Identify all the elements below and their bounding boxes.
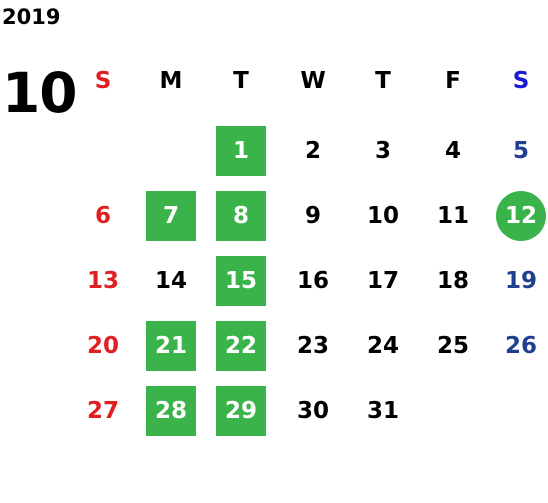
day-cell-3[interactable]: 3 <box>374 137 391 164</box>
day-cell-14[interactable]: 14 <box>154 267 187 294</box>
year-label: 2019 <box>2 5 61 29</box>
weekday-header-3: W <box>300 67 326 94</box>
day-cell-2[interactable]: 2 <box>304 137 321 164</box>
weekday-header-2: T <box>233 67 249 94</box>
day-cell-19[interactable]: 19 <box>504 267 537 294</box>
month-number: 10 <box>2 61 78 125</box>
day-cell-30[interactable]: 30 <box>296 397 329 424</box>
weekday-header-6: S <box>512 67 530 94</box>
day-cell-21[interactable]: 21 <box>146 321 196 371</box>
day-cell-28[interactable]: 28 <box>146 386 196 436</box>
day-cell-4[interactable]: 4 <box>444 137 461 164</box>
day-cell-16[interactable]: 16 <box>296 267 329 294</box>
day-cell-22[interactable]: 22 <box>216 321 266 371</box>
day-cell-8[interactable]: 8 <box>216 191 266 241</box>
day-cell-18[interactable]: 18 <box>436 267 469 294</box>
day-cell-10[interactable]: 10 <box>366 202 399 229</box>
day-cell-24[interactable]: 24 <box>366 332 399 359</box>
day-cell-6[interactable]: 6 <box>94 202 111 229</box>
day-cell-27[interactable]: 27 <box>86 397 119 424</box>
day-cell-20[interactable]: 20 <box>86 332 119 359</box>
day-cell-9[interactable]: 9 <box>304 202 321 229</box>
day-cell-12[interactable]: 12 <box>496 191 546 241</box>
day-cell-31[interactable]: 31 <box>366 397 399 424</box>
day-cell-26[interactable]: 26 <box>504 332 537 359</box>
weekday-header-4: T <box>375 67 391 94</box>
day-cell-5[interactable]: 5 <box>512 137 529 164</box>
day-cell-15[interactable]: 15 <box>216 256 266 306</box>
day-cell-1[interactable]: 1 <box>216 126 266 176</box>
day-cell-29[interactable]: 29 <box>216 386 266 436</box>
day-cell-13[interactable]: 13 <box>86 267 119 294</box>
weekday-header-0: S <box>94 67 112 94</box>
day-cell-11[interactable]: 11 <box>436 202 469 229</box>
day-cell-7[interactable]: 7 <box>146 191 196 241</box>
day-cell-17[interactable]: 17 <box>366 267 399 294</box>
weekday-header-5: F <box>445 67 461 94</box>
day-cell-23[interactable]: 23 <box>296 332 329 359</box>
day-cell-25[interactable]: 25 <box>436 332 469 359</box>
weekday-header-1: M <box>159 67 183 94</box>
